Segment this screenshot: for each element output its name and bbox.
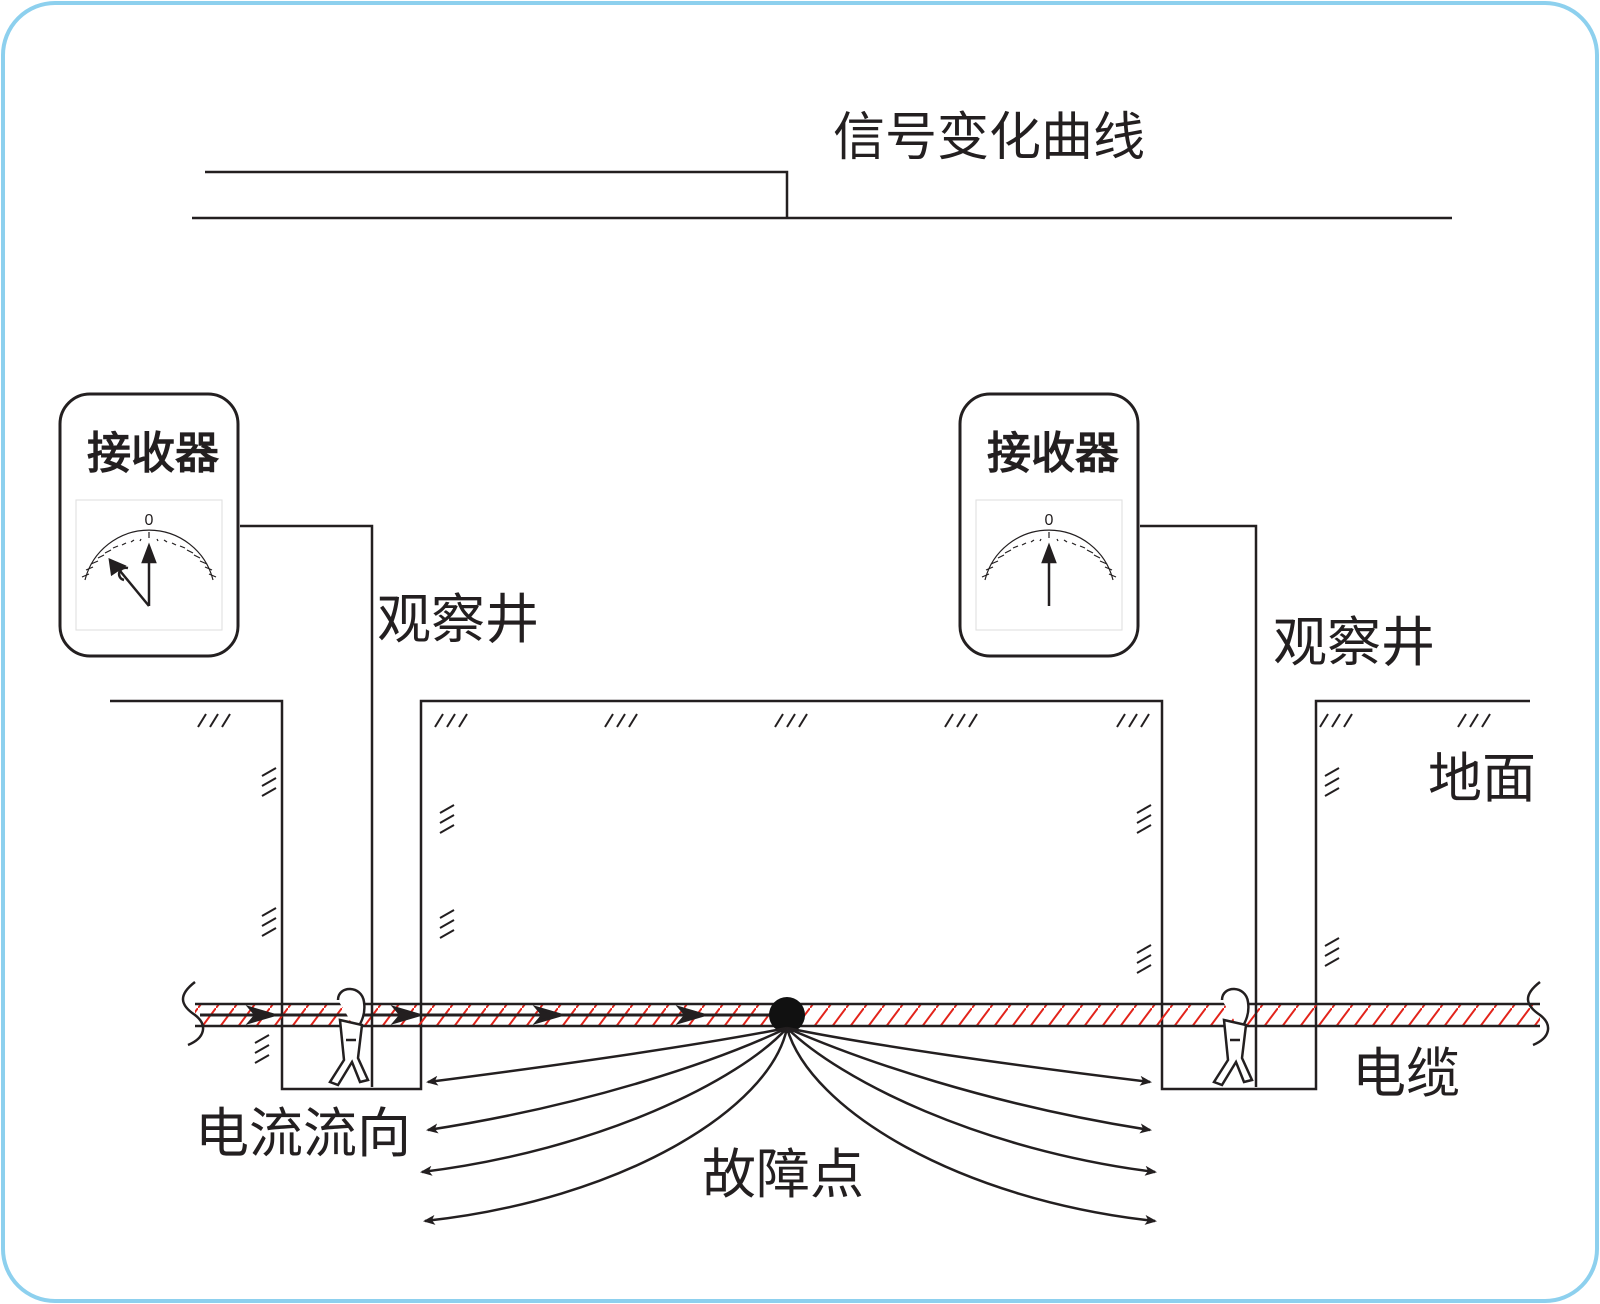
cable (181, 981, 1550, 1047)
cable-label: 电缆 (1352, 1042, 1460, 1105)
ground-current-arrows (420, 1026, 1157, 1225)
receiver-left (58, 392, 240, 658)
receiver-right (958, 392, 1140, 658)
meter-scale-right (981, 529, 1117, 581)
current-flow-line (200, 1005, 787, 1025)
ground-label: 地面 (1428, 747, 1536, 810)
signal-curve (192, 170, 1452, 220)
dial-zero-left: 0 (145, 512, 154, 529)
clamp-left (328, 987, 370, 1087)
receiver-right-label: 接收器 (987, 428, 1119, 479)
receiver-wires (240, 524, 1258, 1087)
ground-line (110, 699, 1530, 1091)
fault-point-dot (769, 997, 805, 1033)
receiver-left-label: 接收器 (87, 428, 219, 479)
wall-hatch-marks (254, 767, 1340, 1064)
meter-scale-left (81, 529, 217, 581)
current-direction-label: 电流流向 (195, 1102, 411, 1165)
meter-needle-right (1041, 542, 1057, 606)
dial-zero-right: 0 (1045, 512, 1054, 529)
clamp-right (1212, 987, 1254, 1087)
well-left-label: 观察井 (377, 588, 539, 651)
ground-hatch-marks (197, 713, 1491, 728)
fault-point-label: 故障点 (702, 1143, 864, 1206)
meter-needle-left (108, 542, 157, 607)
signal-curve-title: 信号变化曲线 (833, 108, 1146, 168)
well-right-label: 观察井 (1273, 611, 1435, 674)
